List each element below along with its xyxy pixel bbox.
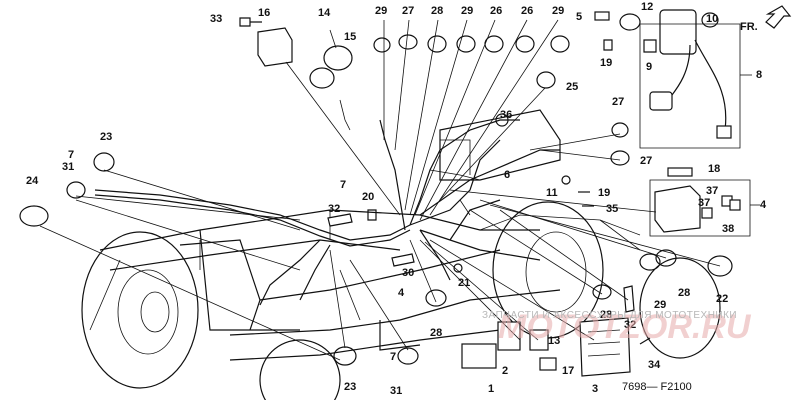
callout-26: 26 — [490, 5, 502, 17]
callout-9: 9 — [646, 61, 652, 73]
callout-27: 27 — [402, 5, 414, 17]
callout-28: 28 — [431, 5, 443, 17]
callout-24: 24 — [26, 175, 39, 187]
callout-37: 37 — [698, 197, 710, 209]
callout-13: 13 — [548, 335, 560, 347]
callout-20: 20 — [362, 191, 374, 203]
callout-25: 25 — [566, 81, 578, 93]
callout-33: 33 — [210, 13, 222, 25]
leader-lines — [39, 19, 760, 361]
callout-21: 21 — [458, 277, 470, 289]
front-direction-arrow: FR. — [740, 5, 792, 33]
callout-31: 31 — [390, 385, 402, 397]
watermark-logo: MOTOTZOR.RU — [498, 308, 752, 346]
callout-14: 14 — [318, 7, 331, 19]
callout-23: 23 — [100, 131, 112, 143]
callout-27: 27 — [640, 155, 652, 167]
callout-7: 7 — [340, 179, 346, 191]
callout-26: 26 — [521, 5, 533, 17]
callout-27: 27 — [612, 96, 624, 108]
callout-22: 22 — [716, 293, 728, 305]
callout-5: 5 — [576, 11, 582, 23]
watermark-text: ЗАПЧАСТИ И АКСЕССУАРЫ ДЛЯ МОТОТЕХНИКИ — [482, 310, 737, 321]
callout-11: 11 — [546, 187, 558, 199]
callout-28: 28 — [430, 327, 442, 339]
callout-32: 32 — [328, 203, 340, 215]
callout-31: 31 — [62, 161, 74, 173]
callout-19: 19 — [598, 187, 610, 199]
callout-29: 29 — [375, 5, 387, 17]
callout-29: 29 — [461, 5, 473, 17]
callout-35: 35 — [606, 203, 618, 215]
callout-32: 32 — [624, 319, 636, 331]
callout-34: 34 — [648, 359, 661, 371]
callout-4: 4 — [398, 287, 405, 299]
callout-17: 17 — [562, 365, 574, 377]
callout-23: 23 — [344, 381, 356, 393]
callout-18: 18 — [708, 163, 720, 175]
callout-1: 1 — [488, 383, 494, 395]
direction-label: FR. — [740, 21, 758, 33]
callout-15: 15 — [344, 31, 356, 43]
callout-8: 8 — [756, 69, 762, 81]
callout-28: 28 — [600, 309, 612, 321]
callout-16: 16 — [258, 7, 270, 19]
callout-37: 37 — [706, 185, 718, 197]
callout-2: 2 — [502, 365, 508, 377]
callout-36: 36 — [500, 109, 512, 121]
callout-19: 19 — [600, 57, 612, 69]
callout-29: 29 — [654, 299, 666, 311]
watermark: MOTOTZOR.RU ЗАПЧАСТИ И АКСЕССУАРЫ ДЛЯ МО… — [482, 308, 752, 346]
callout-10: 10 — [706, 13, 718, 25]
callout-3: 3 — [592, 383, 598, 395]
diagram-code: 7698— F2100 — [622, 381, 692, 393]
callout-7: 7 — [390, 351, 396, 363]
callout-30: 30 — [402, 267, 414, 279]
callout-29: 29 — [552, 5, 564, 17]
callout-4: 4 — [760, 199, 767, 211]
callout-12: 12 — [641, 1, 653, 13]
callout-6: 6 — [504, 169, 510, 181]
callout-38: 38 — [722, 223, 734, 235]
wiring-harness — [94, 99, 541, 306]
callout-28: 28 — [678, 287, 690, 299]
callout-7: 7 — [68, 149, 74, 161]
